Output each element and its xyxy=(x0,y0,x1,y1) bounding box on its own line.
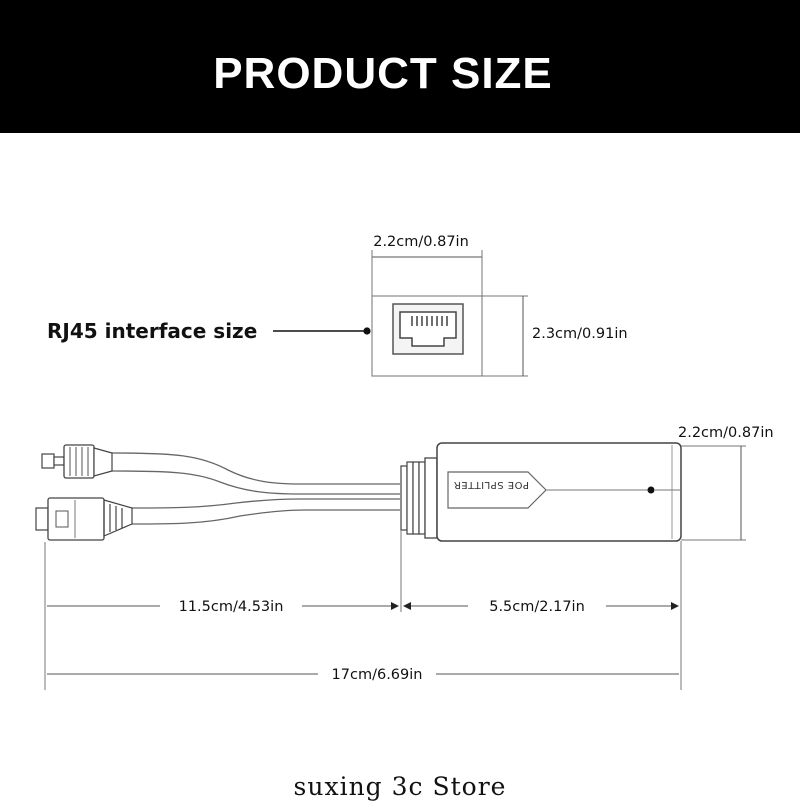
store-watermark: suxing 3c Store xyxy=(293,772,507,801)
total-length-label: 17cm/6.69in xyxy=(332,667,423,683)
length-dimensions: 11.5cm/4.53in 5.5cm/2.17in 17cm/6.69in xyxy=(44,530,682,690)
body-marker-dot xyxy=(647,486,655,494)
rj45-callout-label: RJ45 interface size xyxy=(47,319,257,343)
splitter-height-label: 2.2cm/0.87in xyxy=(678,425,774,441)
rj45-interface-view: 2.2cm/0.87in 2.3cm/0.91in RJ45 interface… xyxy=(47,234,628,377)
rj45-plug-icon xyxy=(35,497,133,541)
rj45-height-label: 2.3cm/0.91in xyxy=(532,326,628,342)
cable-assembly-view: POE SPLITTER 2.2cm/0.87in xyxy=(35,425,774,542)
body-length-label: 5.5cm/2.17in xyxy=(489,599,585,615)
strain-relief xyxy=(400,457,438,539)
rj45-width-label: 2.2cm/0.87in xyxy=(373,234,469,250)
page-title: PRODUCT SIZE xyxy=(213,49,553,98)
rj45-jack-icon xyxy=(392,303,464,355)
callout-dot xyxy=(363,327,371,335)
product-name-label: POE SPLITTER xyxy=(453,479,529,490)
dc-plug-icon xyxy=(41,444,113,479)
cable-length-label: 11.5cm/4.53in xyxy=(179,599,284,615)
header-bar xyxy=(0,0,800,133)
poe-splitter-body: POE SPLITTER xyxy=(436,442,682,542)
